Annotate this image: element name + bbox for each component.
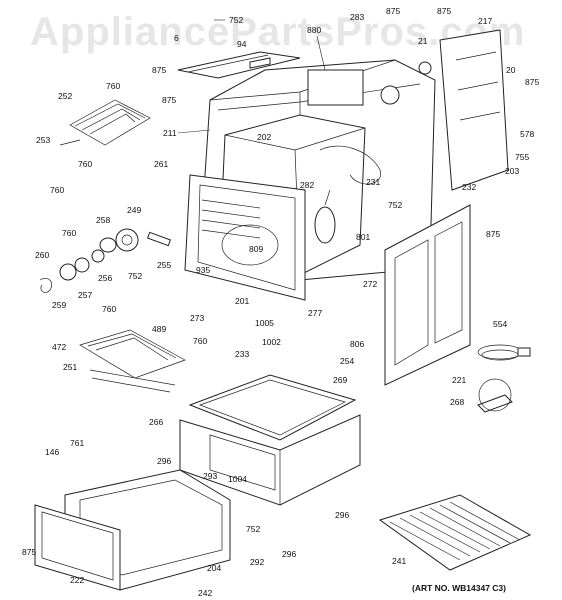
callout-875: 875	[386, 6, 400, 16]
callout-211: 211	[163, 128, 177, 138]
callout-261: 261	[154, 159, 168, 169]
callout-292: 292	[250, 557, 264, 567]
callout-760: 760	[50, 185, 64, 195]
callout-880: 880	[307, 25, 321, 35]
power-cord	[477, 344, 531, 361]
callout-554: 554	[493, 319, 507, 329]
callout-272: 272	[363, 279, 377, 289]
callout-268: 268	[450, 397, 464, 407]
callout-875: 875	[437, 6, 451, 16]
oven-front-frame	[184, 174, 306, 301]
callout-217: 217	[478, 16, 492, 26]
callout-760: 760	[62, 228, 76, 238]
callout-760: 760	[193, 336, 207, 346]
callout-249: 249	[127, 205, 141, 215]
callout-labels: 752 6 94 880 283 875 875 217 21 875 875 …	[22, 6, 539, 598]
callout-6: 6	[174, 33, 179, 43]
callout-201: 201	[235, 296, 249, 306]
callout-21: 21	[418, 36, 428, 46]
callout-935: 935	[196, 265, 210, 275]
callout-472: 472	[52, 342, 66, 352]
oven-bottom	[188, 374, 357, 441]
callout-489: 489	[152, 324, 166, 334]
callout-260: 260	[35, 250, 49, 260]
callout-760: 760	[78, 159, 92, 169]
callout-875: 875	[486, 229, 500, 239]
callout-752: 752	[128, 271, 142, 281]
callout-578: 578	[520, 129, 534, 139]
oven-sensor	[314, 189, 336, 244]
callout-755: 755	[515, 152, 529, 162]
callout-222: 222	[70, 575, 84, 585]
callout-231: 231	[366, 177, 380, 187]
callout-282: 282	[300, 180, 314, 190]
callout-875: 875	[22, 547, 36, 557]
callout-251: 251	[63, 362, 77, 372]
callout-233: 233	[235, 349, 249, 359]
callout-259: 259	[52, 300, 66, 310]
callout-1004: 1004	[228, 474, 247, 484]
rating-plate	[307, 69, 364, 106]
callout-752: 752	[388, 200, 402, 210]
callout-94: 94	[237, 39, 247, 49]
callout-283: 283	[350, 12, 364, 22]
callout-256: 256	[98, 273, 112, 283]
callout-752: 752	[229, 15, 243, 25]
callout-242: 242	[198, 588, 212, 598]
callout-255: 255	[157, 260, 171, 270]
terminal-block	[477, 378, 513, 413]
callout-875: 875	[152, 65, 166, 75]
callout-258: 258	[96, 215, 110, 225]
callout-760: 760	[106, 81, 120, 91]
callout-296: 296	[282, 549, 296, 559]
callout-273: 273	[190, 313, 204, 323]
callout-801: 801	[356, 232, 370, 242]
callout-266: 266	[149, 417, 163, 427]
callout-809: 809	[249, 244, 263, 254]
callout-252: 252	[58, 91, 72, 101]
callout-760: 760	[102, 304, 116, 314]
callout-202: 202	[257, 132, 271, 142]
callout-241: 241	[392, 556, 406, 566]
callout-1002: 1002	[262, 337, 281, 347]
callout-257: 257	[78, 290, 92, 300]
callout-296: 296	[335, 510, 349, 520]
callout-1005: 1005	[255, 318, 274, 328]
callout-875: 875	[525, 77, 539, 87]
callout-20: 20	[506, 65, 516, 75]
callout-254: 254	[340, 356, 354, 366]
callout-221: 221	[452, 375, 466, 385]
callout-204: 204	[207, 563, 221, 573]
callout-232: 232	[462, 182, 476, 192]
callout-203: 203	[505, 166, 519, 176]
oven-rack	[378, 494, 532, 571]
bake-element	[79, 329, 186, 393]
art-number: (ART NO. WB14347 C3)	[412, 583, 506, 593]
convection-fan-parts	[39, 228, 172, 293]
callout-761: 761	[70, 438, 84, 448]
side-panel-right	[439, 29, 509, 191]
callout-253: 253	[36, 135, 50, 145]
side-panel-left	[384, 204, 471, 386]
callout-752: 752	[246, 524, 260, 534]
callout-296: 296	[157, 456, 171, 466]
callout-875: 875	[162, 95, 176, 105]
callout-806: 806	[350, 339, 364, 349]
callout-277: 277	[308, 308, 322, 318]
callout-269: 269	[333, 375, 347, 385]
callout-146: 146	[45, 447, 59, 457]
top-rail	[177, 51, 301, 79]
storage-drawer	[34, 469, 231, 591]
callout-293: 293	[203, 471, 217, 481]
broil-element	[59, 99, 151, 146]
